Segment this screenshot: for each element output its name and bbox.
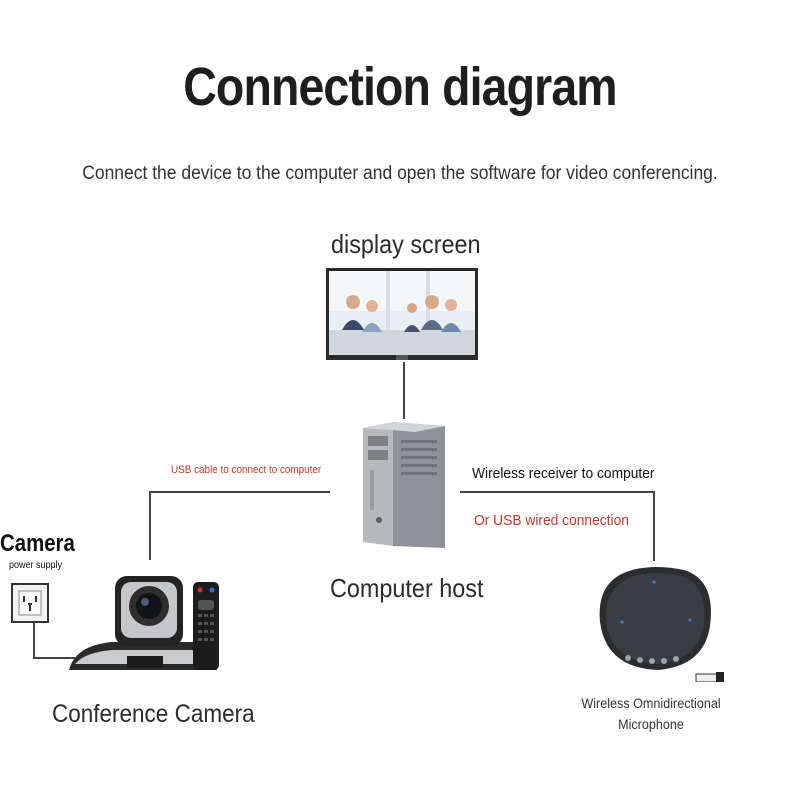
display-screen-label: display screen bbox=[331, 229, 481, 259]
computer-host-label: Computer host bbox=[330, 573, 484, 603]
camera-usb-line-vertical bbox=[149, 491, 151, 560]
display-screen-image bbox=[326, 268, 478, 360]
wireless-receiver-label: Wireless receiver to computer bbox=[472, 465, 655, 482]
page-subtitle: Connect the device to the computer and o… bbox=[82, 163, 718, 184]
power-line-horizontal bbox=[33, 657, 75, 659]
conference-camera-image bbox=[69, 576, 219, 670]
power-outlet-icon bbox=[11, 583, 49, 623]
camera-usb-line-horizontal bbox=[150, 491, 330, 493]
display-to-computer-line bbox=[403, 362, 405, 419]
camera-badge-label: Camera bbox=[0, 530, 75, 557]
mic-line-horizontal bbox=[460, 491, 655, 493]
usb-camera-connection-label: USB cable to connect to computer bbox=[171, 464, 322, 476]
wireless-microphone-label: Wireless Omnidirectional Microphone bbox=[581, 695, 721, 732]
mic-line-vertical bbox=[653, 491, 655, 561]
wireless-microphone-image bbox=[599, 567, 724, 682]
power-line-vertical bbox=[33, 622, 35, 658]
power-supply-label: power supply bbox=[9, 560, 63, 571]
computer-tower-image bbox=[363, 422, 445, 548]
page-title: Connection diagram bbox=[183, 57, 617, 117]
conference-camera-label: Conference Camera bbox=[52, 700, 255, 728]
usb-wired-connection-label: Or USB wired connection bbox=[474, 512, 629, 529]
